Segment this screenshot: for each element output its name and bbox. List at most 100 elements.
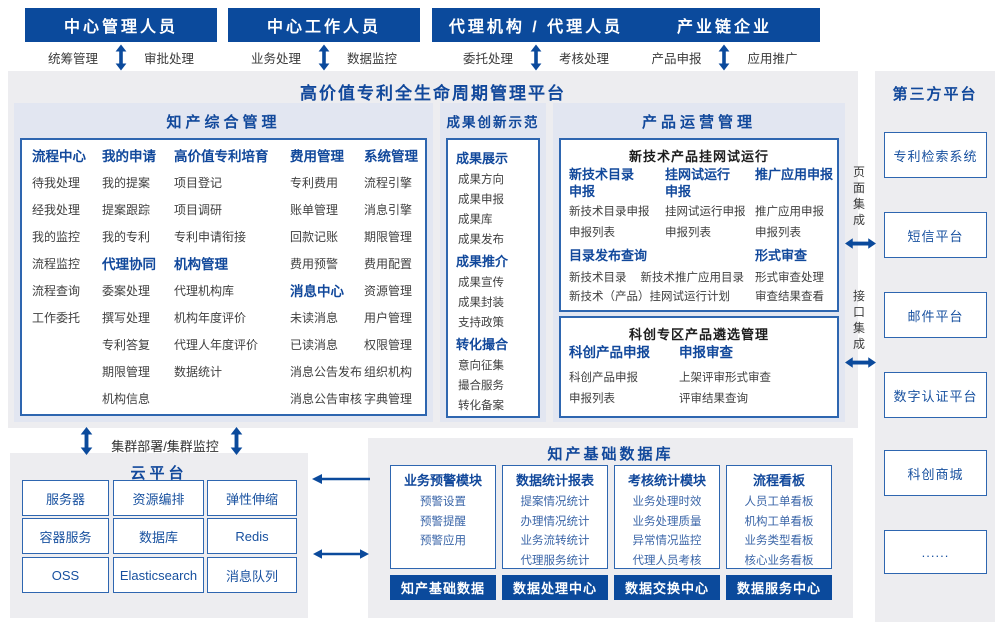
sub-box-title: 科创专区产品遴选管理 (628, 327, 769, 342)
db-module-item: 业务处理质量 (632, 515, 702, 528)
actor-label: 委托处理 (462, 51, 513, 66)
menu-item: 资源管理 (364, 284, 413, 298)
db-center-box: 数据交换中心 (614, 575, 720, 600)
menu-item: 用户管理 (364, 311, 413, 325)
menu-item: 成果库 (458, 214, 493, 226)
db-module-box: 考核统计模块业务处理时效业务处理质量异常情况监控代理人员考核 (614, 465, 720, 569)
double-arrow-icon (80, 427, 93, 455)
actor-labels: 统筹管理 审批处理 (25, 47, 217, 67)
achievement-box: 成果展示成果方向成果申报成果库成果发布成果推介成果宣传成果封装支持政策转化撮合意… (446, 138, 540, 418)
menu-item: 期限管理 (102, 365, 151, 379)
db-module-box: 流程看板人员工单看板机构工单看板业务类型看板核心业务看板 (726, 465, 832, 569)
double-arrow-icon (313, 548, 369, 560)
actor-labels: 产品申报 应用推广 (629, 47, 820, 67)
menu-group-title: 系统管理 (364, 149, 418, 164)
db-module-item: 业务处理时效 (632, 496, 702, 508)
menu-group-title: 成果推介 (456, 254, 509, 269)
menu-item: 成果发布 (458, 234, 504, 246)
db-module-box: 数据统计报表提案情况统计办理情况统计业务流转统计代理服务统计 (502, 465, 608, 569)
menu-item: 费用配置 (364, 257, 413, 271)
menu-item: 成果方向 (458, 174, 504, 186)
cloud-service-box: 容器服务 (22, 518, 109, 554)
menu-column: 推广应用申报 推广应用申报 申报列表 (755, 166, 835, 244)
cloud-service-box: 数据库 (113, 518, 204, 554)
db-center-box: 知产基础数据 (390, 575, 496, 600)
db-module-title: 流程看板 (752, 473, 805, 488)
db-center-box: 数据处理中心 (502, 575, 608, 600)
third-party-box: 邮件平台 (884, 292, 987, 338)
db-module-item: 异常情况监控 (632, 535, 702, 547)
menu-group-title: 我的申请 (102, 149, 156, 164)
menu-item: 已读消息 (290, 338, 339, 352)
menu-item: 新技术目录申报 (569, 206, 650, 218)
menu-group-title: 代理协同 (102, 257, 156, 272)
menu-item: 流程查询 (32, 284, 81, 298)
db-module-item: 机构工单看板 (744, 515, 814, 528)
actor-label: 审批处理 (144, 51, 195, 66)
menu-item: 转化备案 (458, 400, 504, 412)
menu-item: 支持政策 (458, 317, 504, 329)
db-module-item: 预警应用 (420, 535, 466, 547)
menu-item: 工作委托 (32, 311, 81, 325)
menu-item: 经我处理 (32, 203, 81, 217)
db-module-title: 业务预警模块 (403, 473, 482, 488)
panel-ip-management: 知产综合管理 流程中心待我处理经我处理我的监控流程监控流程查询工作委托我的申请我… (14, 103, 433, 422)
actor-label: 统筹管理 (47, 51, 98, 66)
menu-group-title: 目录发布查询 (569, 248, 648, 263)
menu-group-title: 流程中心 (32, 149, 86, 164)
menu-item: 代理机构库 (174, 284, 235, 298)
menu-item: 撮合服务 (458, 380, 504, 392)
third-party-panel: 第三方平台 专利检索系统短信平台邮件平台数字认证平台科创商城...... (875, 71, 995, 622)
menu-group-title: 转化撮合 (456, 337, 509, 352)
sci-tech-selection-box: 科创专区产品遴选管理 科创产品申报 科创产品申报 申报列表 申报审查 上架评审形… (559, 316, 839, 418)
platform-title: 高价值专利全生命周期管理平台 (300, 84, 566, 103)
ip-management-box: 流程中心待我处理经我处理我的监控流程监控流程查询工作委托我的申请我的提案提案跟踪… (20, 138, 427, 416)
double-arrow-icon (230, 427, 243, 455)
cloud-service-box: 服务器 (22, 480, 109, 516)
menu-item: 消息引擎 (364, 203, 413, 217)
cloud-service-box: 弹性伸缩 (207, 480, 297, 516)
menu-item: 账单管理 (290, 203, 339, 217)
double-arrow-icon (530, 44, 542, 71)
panel-achievement: 成果创新示范 成果展示成果方向成果申报成果库成果发布成果推介成果宣传成果封装支持… (440, 103, 546, 422)
double-arrow-icon (115, 44, 127, 71)
menu-column: 费用管理专利费用账单管理回款记账费用预警消息中心未读消息已读消息消息公告发布消息… (290, 143, 362, 413)
menu-item: 新技术目录 (569, 272, 627, 284)
menu-item: 成果申报 (458, 194, 504, 206)
menu-item: 撰写处理 (102, 311, 151, 325)
actor-center-managers: 中心管理人员 (25, 8, 217, 42)
menu-column: 我的申请我的提案提案跟踪我的专利代理协同委案处理撰写处理专利答复期限管理机构信息 (102, 143, 172, 413)
menu-item: 意向征集 (458, 360, 504, 372)
db-module-box: 业务预警模块预警设置预警提醒预警应用 (390, 465, 496, 569)
menu-item: 评审结果查询 (679, 393, 748, 405)
menu-item: 新技术推广应用目录 (640, 272, 745, 284)
menu-column: 科创产品申报 科创产品申报 申报列表 (569, 342, 674, 410)
menu-group-title: 推广应用申报 (755, 167, 834, 182)
menu-item: 消息公告审核 (290, 392, 363, 406)
formal-review-group: 形式审查 形式审查处理 审查结果查看 (755, 246, 835, 306)
actor-label: 业务处理 (250, 51, 301, 66)
double-arrow-icon (318, 44, 330, 71)
db-module-item: 代理人员考核 (632, 554, 702, 567)
menu-item: 代理人年度评价 (174, 338, 259, 352)
menu-item: 成果宣传 (458, 277, 504, 289)
cluster-label: 集群部署/集群监控 (111, 439, 219, 454)
actor-label: 产品申报 (651, 51, 702, 66)
menu-group-title: 消息中心 (290, 284, 344, 299)
menu-column: 新技术目录申报 新技术目录申报 申报列表 (569, 166, 663, 244)
double-arrow-icon (845, 237, 876, 250)
ip-database-panel: 知产基础数据库 业务预警模块预警设置预警提醒预警应用知产基础数据数据统计报表提案… (368, 438, 853, 618)
menu-item: 数据统计 (174, 365, 223, 379)
menu-column: 系统管理流程引擎消息引擎期限管理费用配置资源管理用户管理权限管理组织机构字典管理 (364, 143, 424, 413)
page-integration-label: 页面集成 (852, 165, 865, 227)
menu-item: 回款记账 (290, 230, 339, 244)
menu-item: 形式审查处理 (755, 272, 824, 284)
actor-label: 应用推广 (747, 51, 798, 66)
menu-group-title: 申报审查 (679, 345, 733, 360)
menu-item: 新技术（产品）挂网试运行计划 (569, 290, 730, 303)
menu-item: 申报列表 (665, 227, 711, 239)
cloud-service-box: Elasticsearch (113, 557, 204, 593)
menu-item: 成果封装 (458, 297, 504, 309)
